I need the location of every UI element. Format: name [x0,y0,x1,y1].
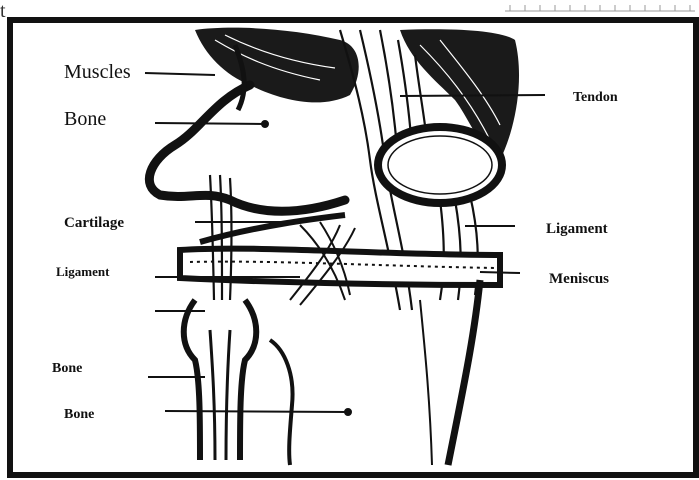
label-bone-upper: Bone [64,109,106,129]
label-cartilage: Cartilage [64,216,124,231]
label-bone-lower-1: Bone [52,362,82,376]
label-meniscus: Meniscus [549,272,609,287]
label-tendon: Tendon [573,91,618,105]
label-ligament-right: Ligament [546,222,608,237]
femur-outline [149,85,345,211]
lower-leg-bones [184,280,480,465]
label-ligament-left: Ligament [56,265,109,278]
label-bone-lower-2: Bone [64,408,94,422]
label-muscles: Muscles [64,62,131,82]
patella [378,127,502,203]
